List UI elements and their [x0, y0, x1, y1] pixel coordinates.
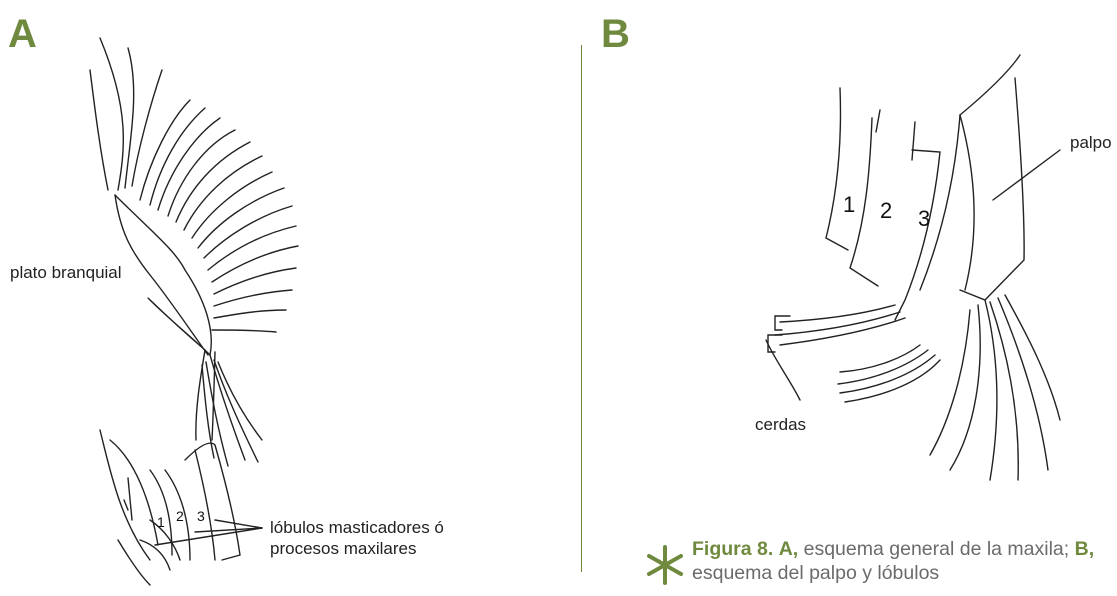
- palp-lobe-number-2: 2: [880, 198, 892, 224]
- asterisk-icon: [645, 545, 685, 585]
- caption-figure-label: Figura 8.: [692, 538, 773, 560]
- caption-b-label: B,: [1075, 538, 1095, 560]
- palp-label: palpo: [1070, 132, 1112, 153]
- lobe-number-3: 3: [197, 508, 205, 524]
- branchial-plate-label: plato branquial: [10, 262, 122, 283]
- caption-b-text: esquema del palpo y lóbulos: [692, 562, 939, 584]
- masticatory-lobes-label: lóbulos masticadores ó procesos maxilare…: [270, 517, 444, 560]
- lobe-number-1: 1: [157, 514, 165, 530]
- caption-a-text: esquema general de la maxila;: [798, 538, 1074, 560]
- setae-label: cerdas: [755, 414, 806, 435]
- masticatory-lobes-label-line2: procesos maxilares: [270, 538, 444, 559]
- lobe-number-2: 2: [176, 508, 184, 524]
- caption-a-label: A,: [779, 538, 799, 560]
- palp-lobe-number-3: 3: [918, 206, 930, 232]
- palp-lobe-number-1: 1: [843, 192, 855, 218]
- masticatory-lobes-label-line1: lóbulos masticadores ó: [270, 517, 444, 538]
- figure-caption: Figura 8. A, esquema general de la maxil…: [692, 537, 1112, 585]
